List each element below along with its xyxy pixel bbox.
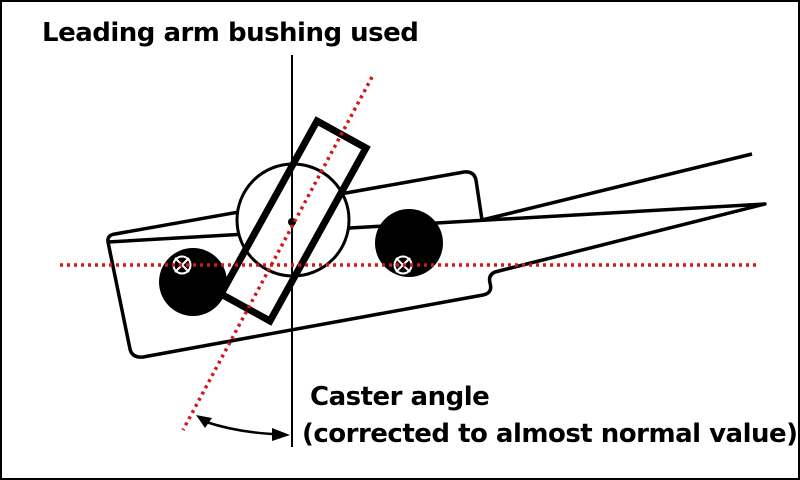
mounting-hole-left — [159, 248, 227, 316]
caster-angle-label: Caster angle — [310, 382, 489, 412]
arc-arrowhead-right — [272, 428, 290, 441]
caster-angle-arc — [205, 420, 273, 436]
leading-arm-outline — [106, 152, 767, 359]
diagram-title: Leading arm bushing used — [42, 18, 418, 48]
arc-arrowhead-left — [196, 415, 212, 428]
bushing-rectangle — [216, 116, 371, 326]
mounting-hole-right — [375, 209, 443, 277]
caster-angle-note: (corrected to almost normal value) — [302, 419, 798, 449]
